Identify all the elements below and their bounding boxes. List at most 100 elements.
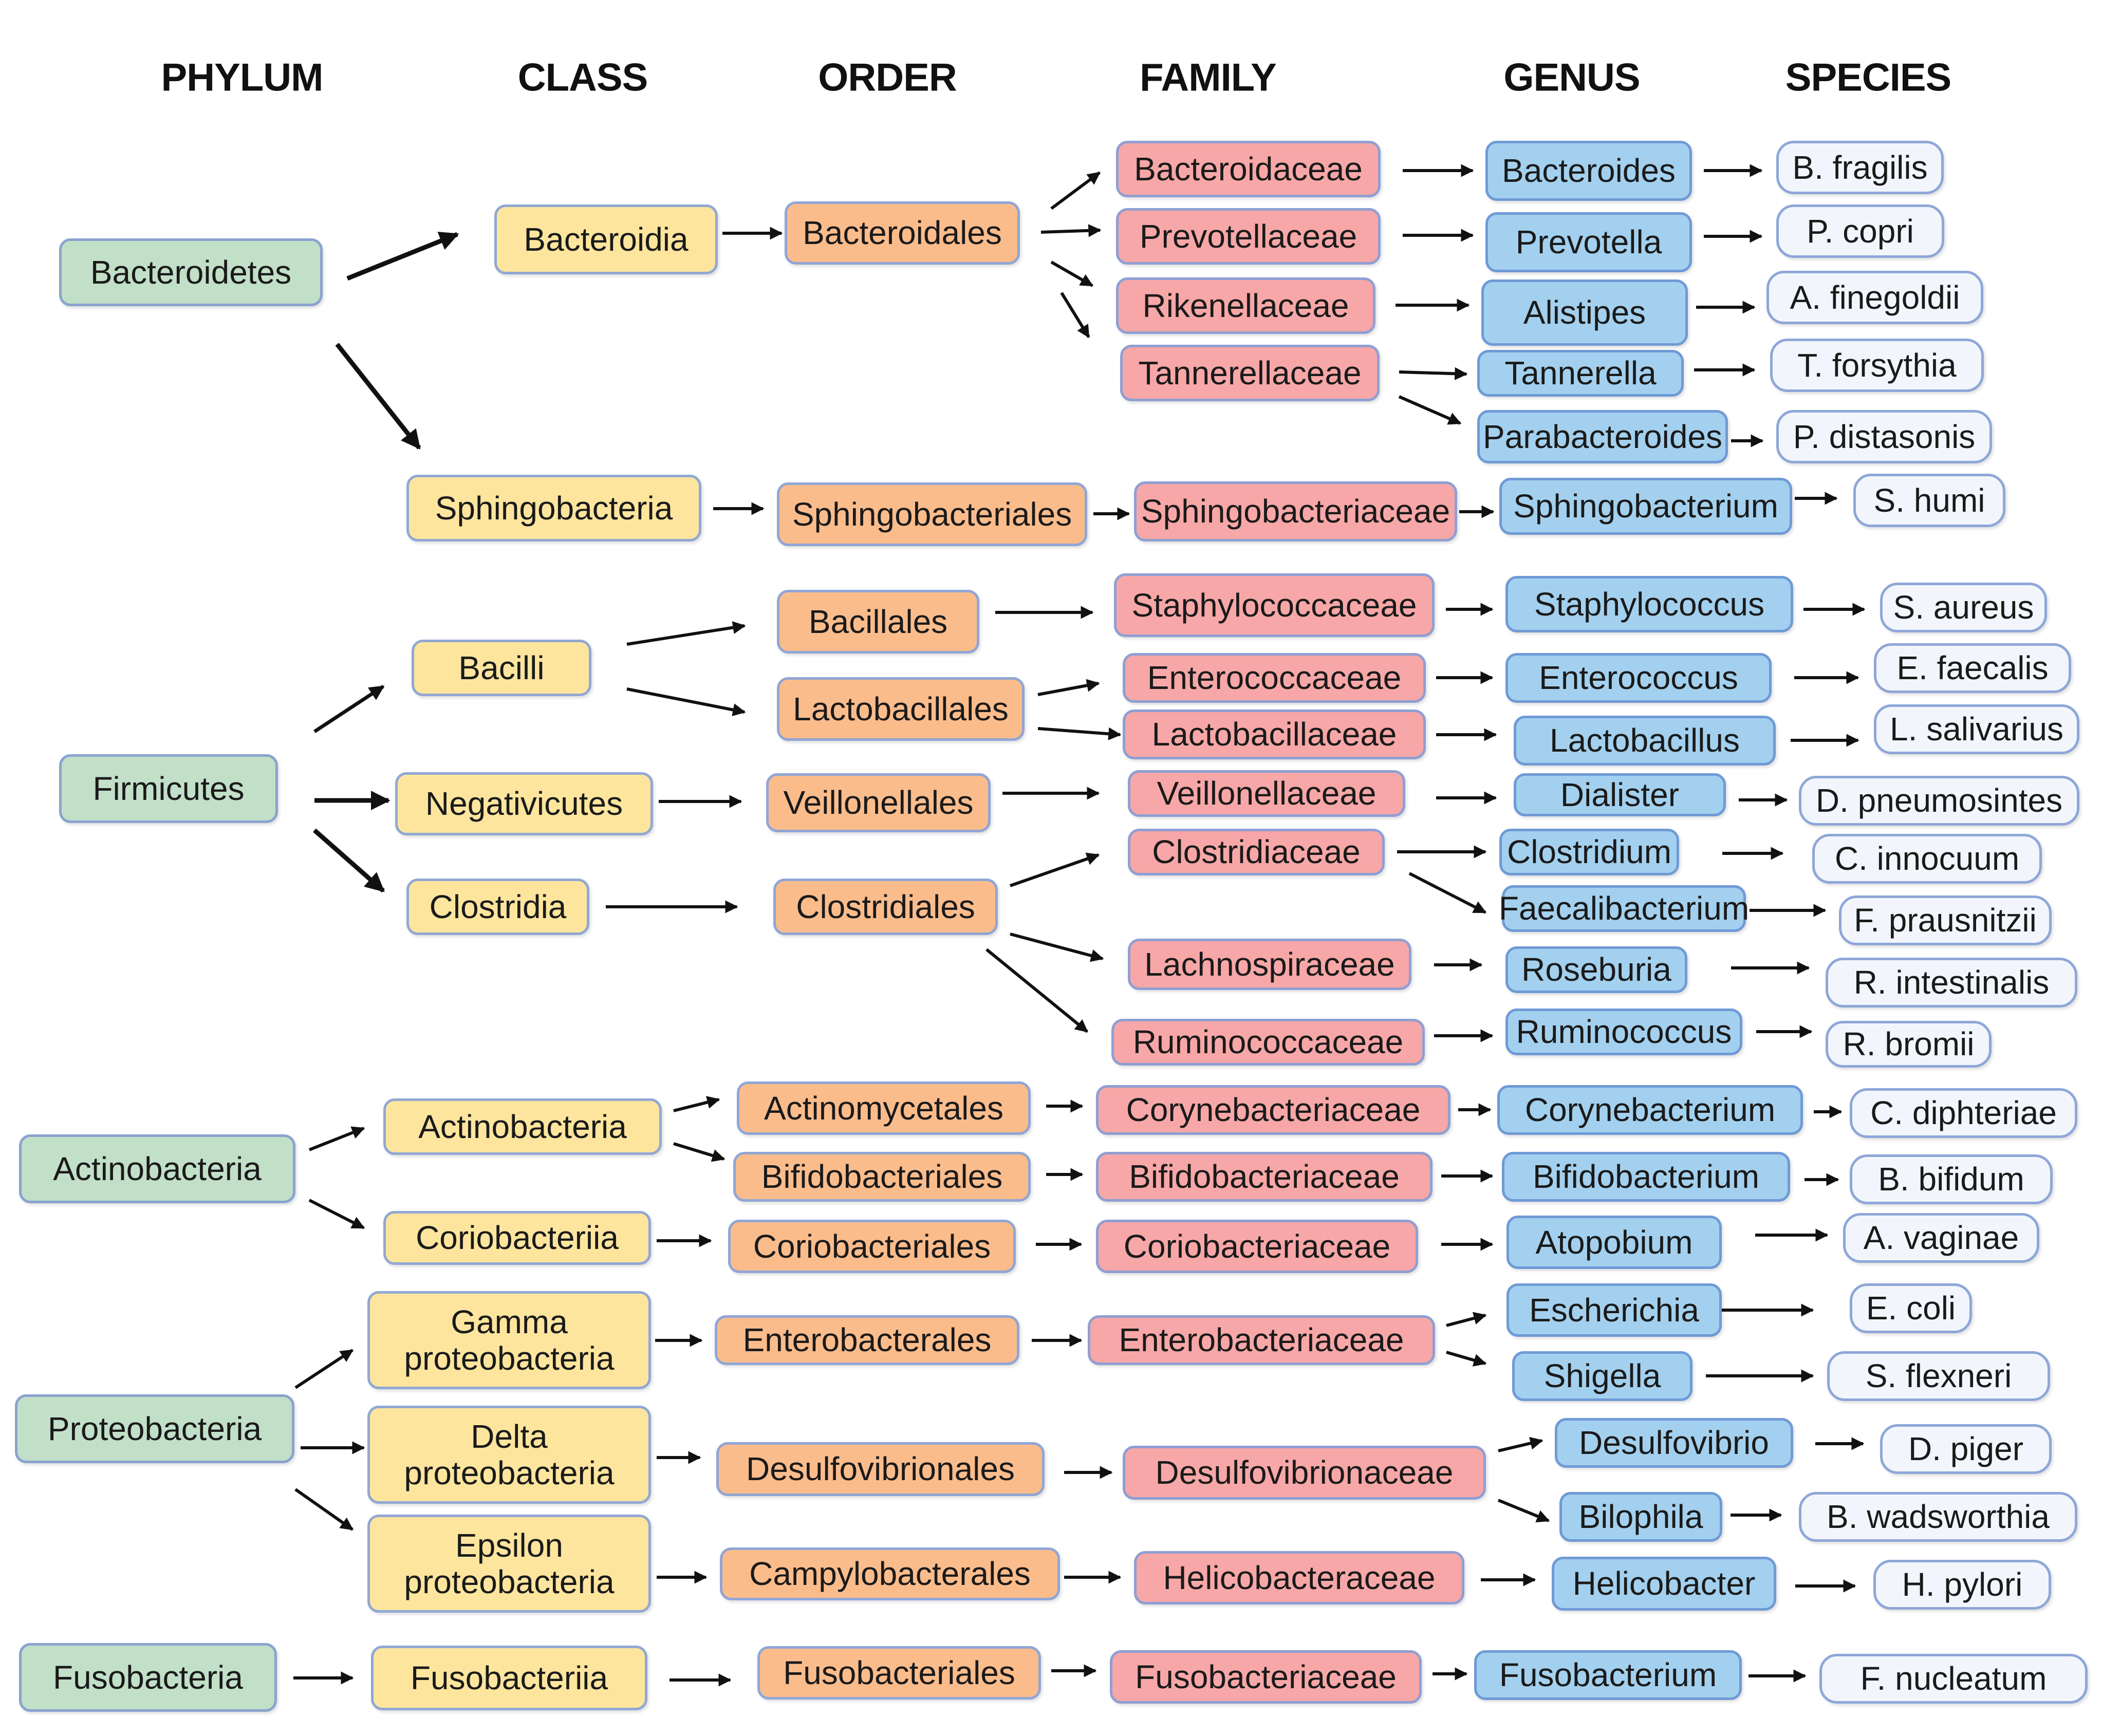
phylum-node-fusobacteria: Fusobacteria [19,1643,277,1712]
genus-node-faecalibacterium: Faecalibacterium [1499,885,1749,932]
header-class: CLASS [517,55,648,100]
header-genus: GENUS [1503,55,1640,100]
family-node-helicobacteraceae: Helicobacteraceae [1134,1551,1464,1604]
connector-arrow [626,621,746,646]
class-node-bacteroidia: Bacteroidia [494,204,718,274]
genus-node-enterococcus: Enterococcus [1505,653,1772,703]
family-node-bifidobacteriaceae: Bifidobacteriaceae [1096,1152,1433,1202]
genus-node-staphylococcus: Staphylococcus [1505,576,1793,632]
order-node-lactobacillales: Lactobacillales [777,677,1025,741]
connector-arrow [1446,1351,1487,1367]
family-node-enterococcaceae: Enterococcaceae [1123,653,1426,703]
connector-arrow [1399,367,1468,380]
order-node-bacillales: Bacillales [777,590,979,654]
species-node-b-bifidum: B. bifidum [1850,1154,2053,1204]
genus-node-bacteroides: Bacteroides [1485,141,1692,201]
species-node-f-nucleatum: F. nucleatum [1819,1654,2088,1704]
family-node-coriobacteriaceae: Coriobacteriaceae [1096,1220,1418,1273]
genus-node-fusobacterium: Fusobacterium [1474,1650,1742,1700]
family-node-desulfovibrionaceae: Desulfovibrionaceae [1123,1446,1486,1500]
genus-node-sphingobacterium: Sphingobacterium [1499,478,1792,535]
order-node-bacteroidales: Bacteroidales [785,201,1020,265]
connector-arrow [1498,1436,1543,1452]
species-node-s-flexneri: S. flexneri [1827,1351,2050,1401]
species-node-d-pneumosintes: D. pneumosintes [1799,776,2079,826]
family-node-clostridiaceae: Clostridiaceae [1128,829,1385,875]
class-node-gamma-proteobacteria: Gamma proteobacteria [367,1291,651,1389]
order-node-veillonellales: Veillonellales [766,773,991,832]
connector-arrow [673,1096,720,1112]
connector-arrow [1040,224,1102,237]
species-node-f-prausnitzii: F. prausnitzii [1839,895,2052,945]
species-node-e-faecalis: E. faecalis [1874,643,2071,693]
class-node-coriobacteriia: Coriobacteriia [383,1211,651,1265]
class-node-clostridia: Clostridia [406,879,589,935]
family-node-staphylococcaceae: Staphylococcaceae [1114,573,1435,637]
genus-node-prevotella: Prevotella [1485,212,1692,272]
genus-node-corynebacterium: Corynebacterium [1497,1085,1803,1135]
family-node-ruminococcaceae: Ruminococcaceae [1111,1019,1425,1066]
genus-node-tannerella: Tannerella [1477,350,1684,397]
family-node-enterobacteriaceae: Enterobacteriaceae [1088,1315,1435,1365]
family-node-veillonellaceae: Veillonellaceae [1128,770,1405,817]
class-node-negativicutes: Negativicutes [395,772,653,835]
genus-node-roseburia: Roseburia [1505,946,1687,993]
genus-node-desulfovibrio: Desulfovibrio [1555,1418,1793,1468]
genus-node-shigella: Shigella [1512,1351,1692,1401]
connector-arrow [1050,260,1094,287]
genus-node-dialister: Dialister [1514,773,1726,816]
class-node-sphingobacteria: Sphingobacteria [406,475,701,542]
family-node-rikenellaceae: Rikenellaceae [1116,277,1375,334]
species-node-a-finegoldii: A. finegoldii [1766,271,1983,324]
species-node-t-forsythia: T. forsythia [1770,339,1984,392]
header-family: FAMILY [1140,55,1277,100]
connector-arrow [1037,727,1122,740]
genus-node-bilophila: Bilophila [1559,1492,1722,1542]
order-node-clostridiales: Clostridiales [773,879,998,935]
class-node-bacilli: Bacilli [412,640,591,696]
species-node-c-innocuum: C. innocuum [1812,834,2042,884]
species-node-b-wadsworthia: B. wadsworthia [1799,1492,2077,1542]
order-node-sphingobacteriales: Sphingobacteriales [777,482,1087,546]
connector-arrow [335,343,421,450]
connector-arrow [1060,292,1090,339]
connector-arrow [1497,1499,1550,1523]
order-node-campylobacterales: Campylobacterales [720,1547,1060,1600]
connector-arrow [985,948,1088,1033]
connector-arrow [313,828,385,893]
header-phylum: PHYLUM [161,55,324,100]
order-node-bifidobacteriales: Bifidobacteriales [733,1152,1031,1202]
species-node-s-aureus: S. aureus [1880,583,2047,632]
species-node-p-copri: P. copri [1776,204,1944,258]
family-node-lactobacillaceae: Lactobacillaceae [1123,710,1426,759]
family-node-lachnospiraceae: Lachnospiraceae [1128,939,1411,990]
genus-node-atopobium: Atopobium [1506,1216,1722,1269]
order-node-desulfovibrionales: Desulfovibrionales [716,1442,1045,1496]
connector-arrow [1398,395,1462,425]
species-node-l-salivarius: L. salivarius [1874,704,2079,754]
header-order: ORDER [818,55,957,100]
genus-node-escherichia: Escherichia [1506,1283,1722,1337]
species-node-c-diphteriae: C. diphteriae [1850,1088,2077,1138]
phylum-node-bacteroidetes: Bacteroidetes [59,238,323,306]
species-node-r-intestinalis: R. intestinalis [1826,958,2077,1007]
class-node-actinobacteria: Actinobacteria [383,1098,662,1155]
connector-arrow [313,685,385,733]
order-node-enterobacterales: Enterobacterales [715,1315,1019,1365]
genus-node-alistipes: Alistipes [1481,279,1688,346]
species-node-b-fragilis: B. fragilis [1776,141,1944,194]
species-node-p-distasonis: P. distasonis [1776,410,1992,463]
genus-node-clostridium: Clostridium [1499,829,1679,875]
connector-arrow [308,1199,365,1229]
order-node-fusobacteriales: Fusobacteriales [757,1646,1041,1700]
family-node-tannerellaceae: Tannerellaceae [1120,345,1380,401]
family-node-prevotellaceae: Prevotellaceae [1116,208,1381,265]
connector-arrow [294,1349,354,1389]
class-node-delta-proteobacteria: Delta proteobacteria [367,1406,651,1504]
species-node-a-vaginae: A. vaginae [1843,1213,2039,1263]
connector-arrow [1010,932,1104,962]
phylum-node-actinobacteria: Actinobacteria [19,1134,295,1203]
genus-node-parabacteroides: Parabacteroides [1477,410,1728,463]
